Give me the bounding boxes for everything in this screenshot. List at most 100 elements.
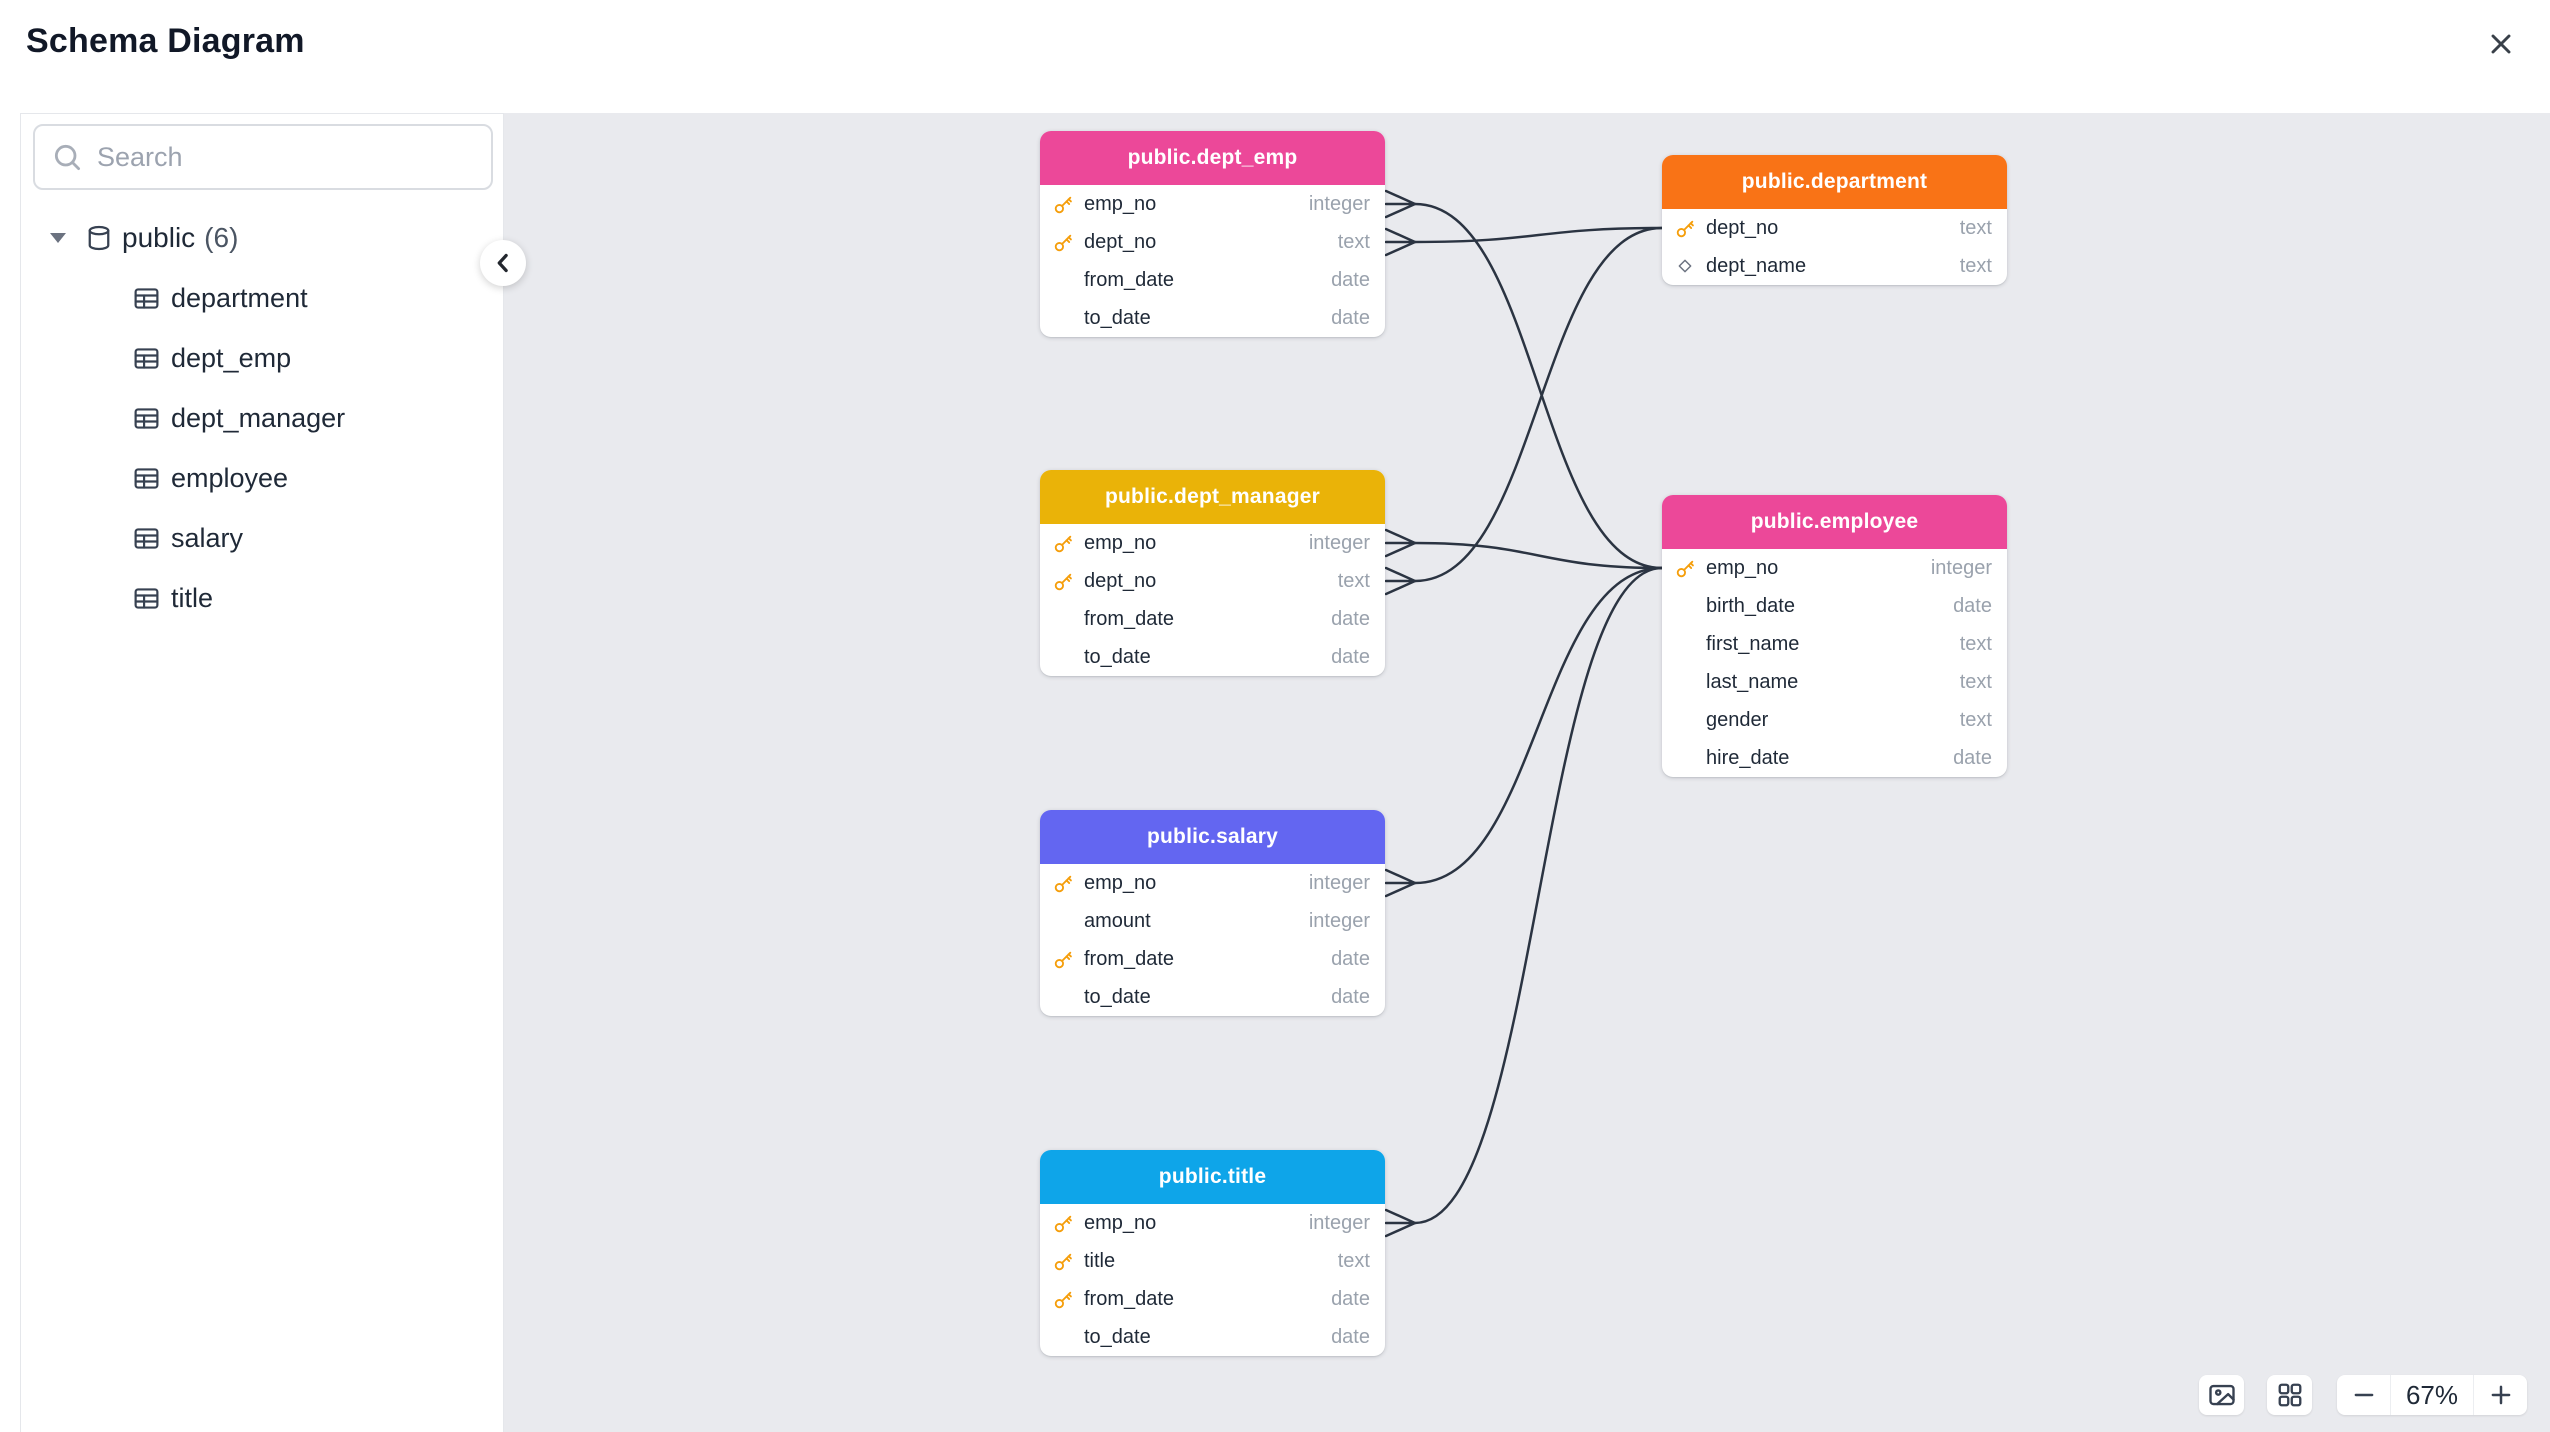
field-name: to_date: [1084, 645, 1151, 668]
field-name: emp_no: [1084, 192, 1157, 215]
field-name: birth_date: [1706, 594, 1795, 617]
search-input[interactable]: [97, 141, 475, 173]
field-name: emp_no: [1706, 556, 1779, 579]
edge-path: [1413, 226, 1664, 583]
field-type: integer: [1308, 1211, 1370, 1234]
table-field-row: from_date date: [1040, 600, 1385, 638]
search-box: [33, 124, 493, 190]
edge-dept_emp-department: [1384, 226, 1664, 257]
field-type: text: [1959, 254, 1992, 277]
field-type: text: [1959, 708, 1992, 731]
edge-dept_manager-department: [1384, 226, 1664, 596]
image-icon: [2208, 1384, 2235, 1406]
primary-key-icon: [1676, 220, 1694, 237]
field-type: date: [1331, 1287, 1370, 1310]
export-image-button[interactable]: [2199, 1375, 2244, 1415]
edge-salary-employee: [1384, 566, 1664, 898]
field-type: text: [1959, 670, 1992, 693]
edge-dept_manager-employee: [1384, 528, 1664, 570]
sidebar-item-label: salary: [171, 522, 244, 553]
field-name: from_date: [1084, 607, 1175, 630]
close-button[interactable]: [2485, 28, 2517, 60]
field-type: date: [1331, 1325, 1370, 1348]
zoom-controls: 67%: [2337, 1375, 2527, 1415]
primary-key-icon: [1054, 535, 1072, 552]
field-name: dept_no: [1084, 230, 1157, 253]
field-type: date: [1331, 645, 1370, 668]
primary-key-icon: [1054, 573, 1072, 590]
primary-key-icon: [1054, 951, 1072, 968]
field-name: hire_date: [1706, 746, 1790, 769]
sidebar-item-department[interactable]: department: [21, 268, 503, 328]
primary-key-icon: [1054, 234, 1072, 251]
table-icon: [134, 407, 159, 429]
sidebar-item-dept_manager[interactable]: dept_manager: [21, 388, 503, 448]
field-type: date: [1331, 985, 1370, 1008]
sidebar-item-label: dept_manager: [171, 402, 346, 433]
field-name: from_date: [1084, 268, 1175, 291]
sidebar-item-dept_emp[interactable]: dept_emp: [21, 328, 503, 388]
field-type: integer: [1308, 909, 1370, 932]
plus-icon: [2491, 1385, 2510, 1405]
sidebar-collapse-button[interactable]: [480, 240, 526, 286]
field-type: text: [1337, 569, 1370, 592]
auto-layout-button[interactable]: [2267, 1375, 2312, 1415]
sidebar-schema-public[interactable]: public (6): [21, 208, 503, 268]
sidebar-item-employee[interactable]: employee: [21, 448, 503, 508]
schema-name: public: [122, 222, 196, 253]
field-name: to_date: [1084, 306, 1151, 329]
field-type: text: [1337, 1249, 1370, 1272]
field-type: integer: [1308, 192, 1370, 215]
sidebar-item-salary[interactable]: salary: [21, 508, 503, 568]
primary-key-icon: [1054, 1253, 1072, 1270]
layout-grid-icon: [2278, 1383, 2301, 1407]
table-icon: [134, 587, 159, 609]
table-field-row: hire_date date: [1662, 739, 2007, 777]
crows-foot-marker: [1384, 868, 1417, 898]
primary-key-icon: [1054, 875, 1072, 892]
zoom-out-button[interactable]: [2337, 1375, 2390, 1415]
primary-key-icon: [1676, 560, 1694, 577]
crows-foot-marker: [1384, 189, 1417, 219]
sidebar-item-label: title: [171, 582, 214, 613]
edge-path: [1413, 566, 1664, 885]
zoom-level: 67%: [2390, 1375, 2474, 1415]
field-type: date: [1331, 607, 1370, 630]
field-name: dept_no: [1084, 569, 1157, 592]
table-field-row: dept_no text: [1040, 562, 1385, 600]
minus-icon: [2354, 1393, 2373, 1397]
edge-path: [1413, 541, 1664, 570]
field-name: first_name: [1706, 632, 1800, 655]
zoom-in-button[interactable]: [2474, 1375, 2527, 1415]
table-field-row: to_date date: [1040, 638, 1385, 676]
close-icon: [2491, 34, 2511, 54]
table-node-title: public.dept_manager: [1040, 470, 1385, 524]
nullable-diamond-icon: [1678, 259, 1692, 273]
field-type: text: [1337, 230, 1370, 253]
field-type: date: [1953, 746, 1992, 769]
crows-foot-marker: [1384, 1208, 1417, 1238]
field-type: integer: [1308, 531, 1370, 554]
primary-key-icon: [1054, 196, 1072, 213]
sidebar-item-title[interactable]: title: [21, 568, 503, 628]
